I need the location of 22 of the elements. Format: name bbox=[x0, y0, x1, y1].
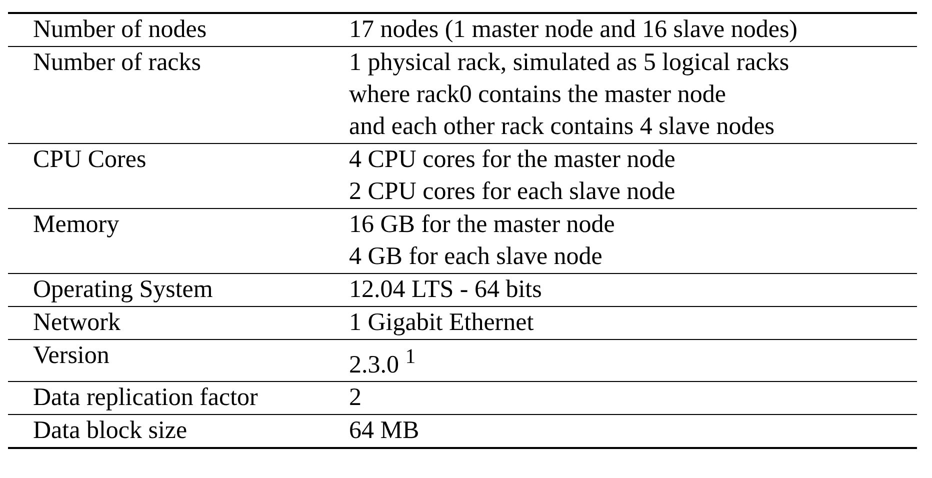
row-value: 12.04 LTS - 64 bits bbox=[349, 275, 542, 305]
row-value: 1 physical rack, simulated as 5 logical racks bbox=[349, 48, 790, 78]
row-label: Number of racks bbox=[33, 48, 201, 78]
row-value: and each other rack contains 4 slave nodes bbox=[349, 112, 775, 142]
row-value: 1 Gigabit Ethernet bbox=[349, 308, 534, 338]
row-value: 16 GB for the master node bbox=[349, 210, 615, 240]
row-label: Network bbox=[33, 308, 120, 338]
row-label: Data replication factor bbox=[33, 383, 258, 414]
row-label: Operating System bbox=[33, 275, 213, 305]
row-value: 64 MB bbox=[349, 416, 420, 446]
row-value: 17 nodes (1 master node and 16 slave nodes) bbox=[349, 15, 798, 45]
row-value: 2.3.0 $^{1}$ bbox=[349, 343, 416, 380]
row-label: Version bbox=[33, 341, 110, 371]
row-value: 4 CPU cores for the master node bbox=[349, 145, 676, 175]
row-label: CPU Cores bbox=[33, 145, 146, 175]
row-value: 2 CPU cores for each slave node bbox=[349, 177, 676, 207]
row-label: Data block size bbox=[33, 416, 188, 446]
row-value: where rack0 contains the master node bbox=[349, 80, 726, 110]
row-value: 2 bbox=[349, 383, 362, 414]
row-label: Number of nodes bbox=[33, 15, 207, 45]
row-value: 4 GB for each slave node bbox=[349, 242, 602, 272]
row-label: Memory bbox=[33, 210, 120, 240]
